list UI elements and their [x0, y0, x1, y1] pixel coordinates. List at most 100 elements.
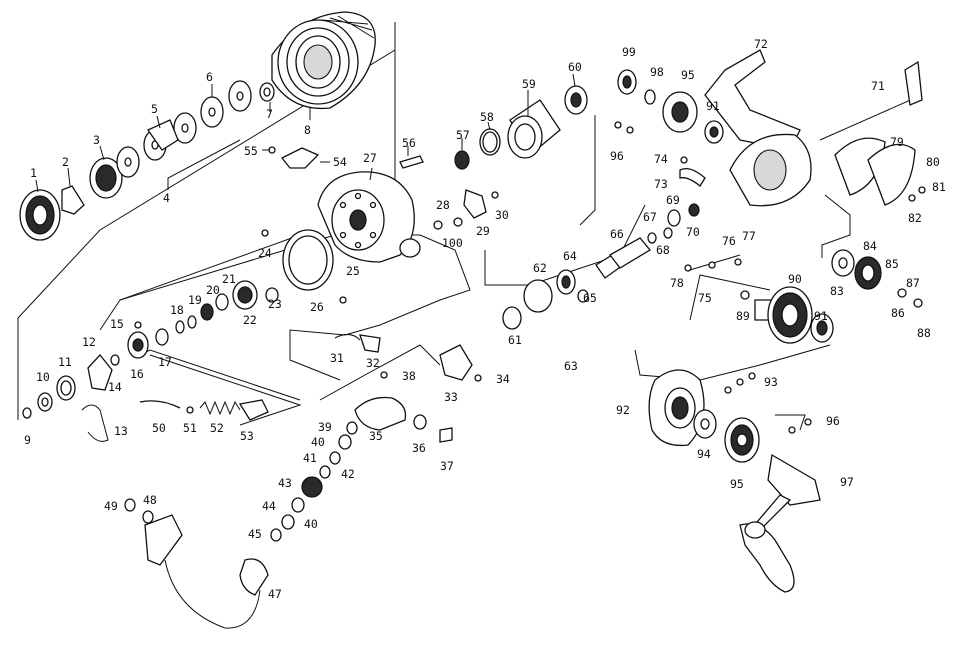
label-34: 34 [496, 372, 510, 386]
label-30: 30 [495, 208, 509, 222]
label-38: 38 [402, 369, 416, 383]
label-10: 10 [36, 370, 50, 384]
label-94: 94 [697, 447, 711, 461]
label-85: 85 [885, 257, 899, 271]
label-2: 2 [62, 155, 69, 169]
label-88: 88 [917, 326, 931, 340]
parts-18-23 [175, 280, 279, 334]
parts-48-49 [124, 498, 154, 524]
label-76: 76 [722, 234, 736, 248]
part-96-screws [614, 121, 812, 434]
label-43: 43 [278, 476, 292, 490]
label-69: 69 [666, 193, 680, 207]
label-39: 39 [318, 420, 332, 434]
part-6-washers [200, 80, 252, 128]
parts-31-34 [334, 334, 482, 382]
label-47: 47 [268, 587, 282, 601]
parts-35-45 [270, 371, 453, 542]
label-99: 99 [622, 45, 636, 59]
label-93: 93 [764, 375, 778, 389]
label-66: 66 [610, 227, 624, 241]
part-26-screw [339, 296, 347, 304]
label-72: 72 [754, 37, 768, 51]
label-60: 60 [568, 60, 582, 74]
label-11: 11 [58, 355, 72, 369]
label-1: 1 [30, 166, 37, 180]
label-98: 98 [650, 65, 664, 79]
label-8: 8 [304, 123, 311, 137]
label-19: 19 [188, 293, 202, 307]
label-28: 28 [436, 198, 450, 212]
label-13: 13 [114, 424, 128, 438]
part-47-bail [144, 514, 269, 629]
label-44: 44 [262, 499, 276, 513]
part-25-ring [282, 229, 334, 291]
label-53: 53 [240, 429, 254, 443]
label-65: 65 [583, 291, 597, 305]
label-25: 25 [346, 264, 360, 278]
label-12: 12 [82, 335, 96, 349]
label-51: 51 [183, 421, 197, 435]
label-59: 59 [522, 77, 536, 91]
part-59-roller [507, 99, 561, 159]
label-52: 52 [210, 421, 224, 435]
label-17: 17 [158, 355, 172, 369]
part-94-washer [693, 409, 717, 439]
part-60 [564, 85, 588, 115]
label-36: 36 [412, 441, 426, 455]
label-22: 22 [243, 313, 257, 327]
label-100: 100 [442, 236, 463, 250]
label-20: 20 [206, 283, 220, 297]
label-5: 5 [151, 102, 158, 116]
label-18: 18 [170, 303, 184, 317]
label-3: 3 [93, 133, 100, 147]
part-93-screws [724, 372, 756, 394]
part-24-screw [261, 229, 269, 237]
label-27: 27 [363, 151, 377, 165]
label-57: 57 [456, 128, 470, 142]
front-drag-group [19, 11, 376, 241]
label-68: 68 [656, 243, 670, 257]
part-97-handle [739, 453, 821, 593]
label-87: 87 [906, 276, 920, 290]
label-40a: 40 [311, 435, 325, 449]
label-81: 81 [932, 180, 946, 194]
label-89: 89 [736, 309, 750, 323]
label-41: 41 [303, 451, 317, 465]
part-4-drag-washers [116, 112, 197, 178]
part-8-spool [271, 11, 376, 110]
rotor-body-group [22, 85, 588, 629]
parts-9-11 [22, 375, 76, 419]
label-75: 75 [698, 291, 712, 305]
part-7-ring [259, 82, 275, 102]
label-4: 4 [163, 191, 170, 205]
label-83: 83 [830, 284, 844, 298]
part-1-drag-knob [19, 189, 61, 241]
label-33: 33 [444, 390, 458, 404]
label-16: 16 [130, 367, 144, 381]
parts-95-99 [617, 69, 724, 144]
part-71-arm [819, 60, 923, 141]
label-80: 80 [926, 155, 940, 169]
body-gear-group [502, 49, 926, 593]
label-63: 63 [564, 359, 578, 373]
parts-75-78 [684, 254, 742, 272]
part-92-side-cover [648, 369, 705, 447]
label-26: 26 [310, 300, 324, 314]
label-56: 56 [402, 136, 416, 150]
part-27-rotor [317, 171, 421, 263]
label-91b: 91 [706, 99, 720, 113]
label-42: 42 [341, 467, 355, 481]
part-90-main-gear [740, 286, 834, 344]
label-96b: 96 [610, 149, 624, 163]
parts-83-85 [831, 249, 882, 290]
label-77: 77 [742, 229, 756, 243]
label-32: 32 [366, 356, 380, 370]
label-54: 54 [333, 155, 347, 169]
label-96a: 96 [826, 414, 840, 428]
label-55: 55 [244, 144, 258, 158]
label-49: 49 [104, 499, 118, 513]
part-number-labels: 1 2 3 4 5 6 7 8 9 10 11 12 13 14 15 16 1… [24, 37, 946, 601]
label-23: 23 [268, 297, 282, 311]
